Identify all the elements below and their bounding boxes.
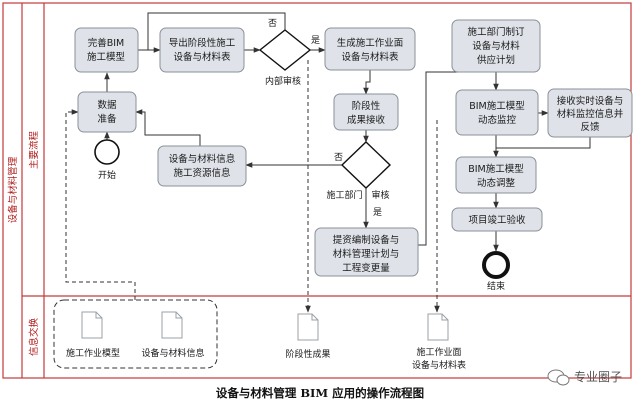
watermark: 专业圈子 (547, 369, 622, 386)
process-generate-workface-table: 生成施工作业面 设备与材料表 (324, 27, 416, 71)
process-submit-plan-changes: 提资编制设备与 材料管理计划与 工程变更量 (314, 227, 419, 277)
doc-icon-workface-table (427, 313, 449, 341)
svg-text:施工资源信息: 施工资源信息 (173, 167, 230, 179)
end-label: 结束 (487, 280, 505, 292)
edge-yes-1: 是 (311, 35, 320, 46)
svg-text:生成施工作业面: 生成施工作业面 (337, 37, 404, 49)
svg-text:阶段性: 阶段性 (352, 100, 381, 112)
lane-main-title: 主要流程 (28, 131, 40, 170)
svg-text:项目竣工验收: 项目竣工验收 (468, 214, 526, 226)
svg-text:接收实时设备与: 接收实时设备与 (557, 95, 624, 107)
process-wanshan-bim-model: 完善BIM 施工模型 (74, 27, 139, 73)
doc-icon-stage-result (297, 313, 319, 341)
svg-text:供应计划: 供应计划 (477, 54, 515, 66)
svg-text:反馈: 反馈 (580, 121, 600, 133)
svg-text:设备与材料表: 设备与材料表 (173, 51, 231, 63)
svg-text:材料监控信息并: 材料监控信息并 (557, 108, 624, 120)
end-node (482, 251, 510, 279)
info-exchange-links (65, 60, 440, 313)
svg-text:动态调整: 动态调整 (477, 177, 516, 189)
edge-no-1: 否 (268, 18, 277, 29)
decision-internal-review (258, 29, 312, 71)
process-bim-dynamic-monitor: BIM施工模型 动态监控 (455, 89, 539, 136)
doc-label-material-info: 设备与材料信息 (141, 347, 204, 359)
process-export-stage-table: 导出阶段性施工 设备与材料表 (159, 27, 245, 73)
svg-text:设备与材料信息: 设备与材料信息 (169, 153, 236, 165)
doc-label-workface-model: 施工作业模型 (66, 347, 120, 359)
svg-text:数据: 数据 (97, 99, 117, 111)
process-bim-dynamic-adjust: BIM施工模型 动态调整 (455, 156, 537, 194)
wechat-icon (547, 369, 570, 386)
process-project-acceptance: 项目竣工验收 (451, 207, 543, 232)
svg-text:导出阶段性施工: 导出阶段性施工 (169, 37, 236, 49)
process-stage-result-receive: 阶段性 成果接收 (333, 93, 399, 131)
svg-text:施工部门制订: 施工部门制订 (467, 26, 525, 38)
svg-text:提资编制设备与: 提资编制设备与 (333, 234, 400, 246)
lane-outer-title: 设备与材料管理 (7, 156, 19, 223)
doc-icon-material-info (161, 311, 183, 339)
svg-text:设备与材料: 设备与材料 (472, 40, 520, 52)
process-resource-info: 设备与材料信息 施工资源信息 (157, 145, 247, 187)
svg-text:BIM施工模型: BIM施工模型 (468, 163, 524, 175)
doc-icon-workface-model (81, 311, 103, 339)
doc-label-stage-result: 阶段性成果 (285, 348, 330, 360)
svg-text:施工模型: 施工模型 (87, 51, 126, 63)
process-supply-plan: 施工部门制订 设备与材料 供应计划 (451, 19, 541, 73)
doc-label-workface-table-2: 设备与材料表 (412, 359, 466, 371)
doc-label-workface-table-1: 施工作业面 (416, 346, 461, 358)
swimlane-frame (2, 2, 632, 379)
svg-text:专业圈子: 专业圈子 (574, 369, 622, 384)
info-group-box (53, 299, 218, 369)
edge-yes-2: 是 (373, 207, 382, 218)
label-internal-review: 内部审核 (265, 75, 301, 87)
lane-info-title: 信息交换 (28, 318, 40, 357)
svg-text:动态监控: 动态监控 (478, 114, 517, 126)
svg-text:设备与材料表: 设备与材料表 (341, 51, 399, 63)
process-receive-realtime-feedback: 接收实时设备与 材料监控信息并 反馈 (547, 88, 633, 138)
svg-text:BIM施工模型: BIM施工模型 (469, 100, 525, 112)
process-data-prep: 数据 准备 (77, 91, 137, 133)
svg-text:成果接收: 成果接收 (347, 114, 386, 126)
svg-text:工程变更量: 工程变更量 (342, 262, 390, 274)
svg-text:准备: 准备 (97, 113, 117, 125)
label-construction-dept-review: 施工部门 审核 (326, 189, 389, 201)
figure-caption: 设备与材料管理 BIM 应用的操作流程图 (216, 386, 424, 400)
svg-text:完善BIM: 完善BIM (88, 37, 125, 49)
start-node (94, 139, 120, 165)
decision-construction-dept-review (340, 141, 392, 189)
edge-no-2: 否 (334, 152, 343, 163)
start-label: 开始 (98, 169, 116, 181)
svg-text:材料管理计划与: 材料管理计划与 (333, 248, 400, 260)
